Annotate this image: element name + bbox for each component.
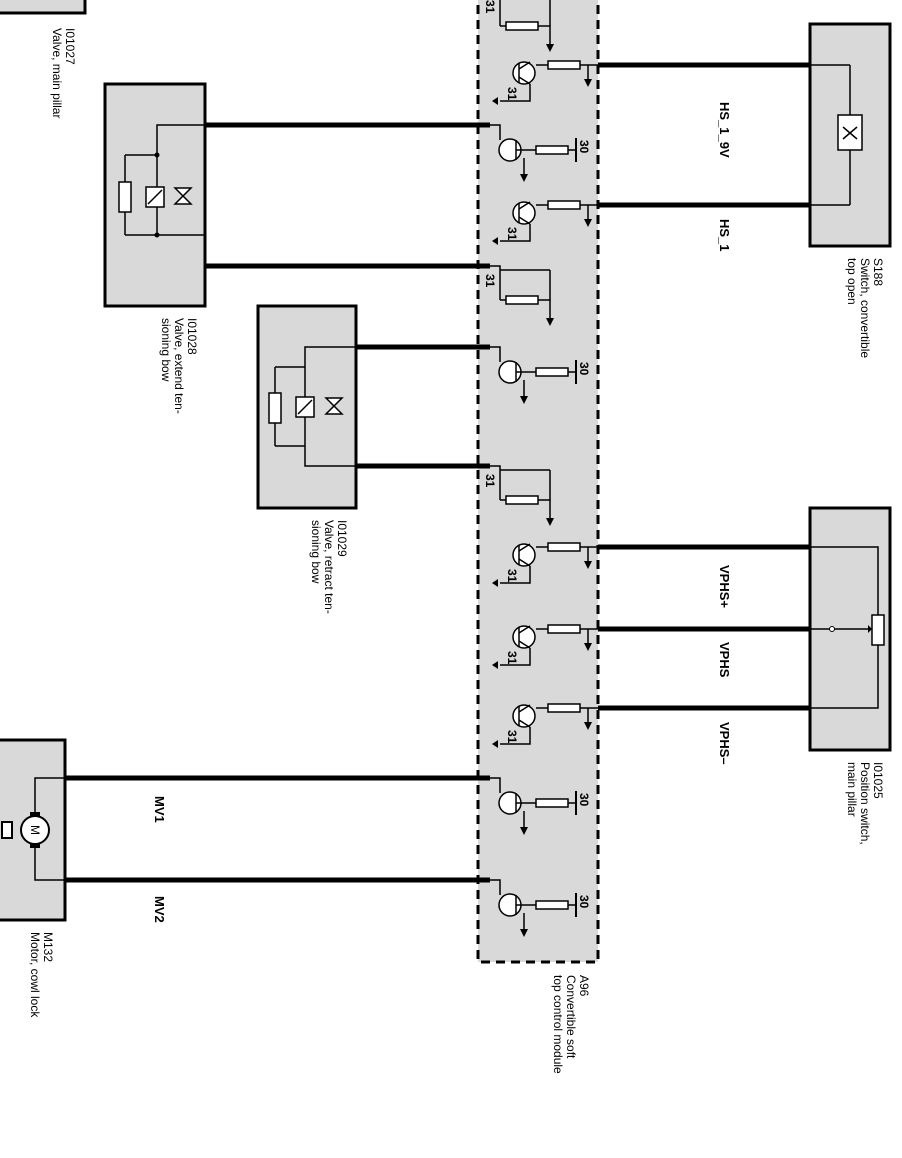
label-s188: S188 Switch, convertible top open [845, 258, 885, 358]
ground-stages: 31 31 31 [483, 0, 554, 526]
input-stage: 31 [492, 624, 598, 669]
module-id: A96 [577, 975, 591, 997]
ground-stage: 31 [483, 265, 554, 326]
supply-terminal-label: 30 [577, 140, 591, 154]
valve-extend-box [103, 82, 207, 308]
input-stages: 31 31 31 31 31 [492, 60, 598, 748]
output-stage: 30 [490, 879, 591, 937]
component-id: I01029 [335, 520, 349, 557]
component-name: Position switch, [858, 762, 872, 845]
supply-terminal-label: 30 [577, 362, 591, 376]
supply-terminal-label: 30 [577, 895, 591, 909]
component-id: I01028 [185, 318, 199, 355]
component-id: I01025 [871, 762, 885, 799]
ground-terminal-label: 31 [483, 474, 497, 488]
module-name: top control module [551, 975, 565, 1074]
ground-terminal-label: 31 [505, 569, 519, 583]
ground-terminal-label: 31 [505, 227, 519, 241]
input-stage: 31 [492, 200, 598, 245]
ground-terminal-label: 31 [505, 730, 519, 744]
component-name: sioning bow [159, 318, 173, 382]
wire-label-mv2: MV2 [152, 896, 167, 923]
ground-terminal-label: 31 [505, 651, 519, 665]
label-i01029: I01029 Valve, retract ten- sioning bow [309, 520, 349, 614]
output-stages: 30 30 30 30 [490, 124, 591, 937]
switch-convertible-box [808, 22, 892, 248]
position-switch-box [808, 506, 892, 752]
label-i01025: I01025 Position switch, main pillar [845, 762, 885, 845]
label-i01027: I01027 Valve, main pillar [50, 28, 77, 118]
ground-stage: 31 [483, 465, 554, 526]
output-stage: 30 [490, 777, 591, 835]
ground-stage: 31 [483, 0, 554, 52]
wire-label-mv1: MV1 [152, 796, 167, 823]
motor-cowl-lock-box [0, 738, 67, 922]
component-id: S188 [871, 258, 885, 286]
wire-label-hs-1: HS_1 [717, 219, 732, 252]
component-name: Valve, main pillar [50, 28, 64, 118]
ground-terminal-label: 31 [483, 274, 497, 288]
component-name: top open [845, 258, 859, 305]
input-stage: 31 [492, 542, 598, 587]
label-a96: A96 Convertible soft top control module [551, 975, 591, 1074]
wire-label-hs-1-9v: HS_1_9V [717, 102, 732, 158]
label-m132: M132 Motor, cowl lock [28, 932, 55, 1018]
component-name: Valve, extend ten- [172, 318, 186, 414]
ground-terminal-label: 31 [505, 87, 519, 101]
output-stage: 30 [490, 124, 591, 182]
motor-symbol-letter: M [28, 825, 42, 835]
input-stage: 31 [492, 703, 598, 748]
output-stage: 30 [490, 346, 591, 404]
component-name: sioning bow [309, 520, 323, 584]
wire-label-vphs-minus: VPHS– [717, 722, 732, 765]
module-name: Convertible soft [564, 975, 578, 1059]
input-stage: 31 [492, 60, 598, 105]
valve-retract-box [256, 304, 358, 510]
wire-label-vphs-plus: VPHS+ [717, 565, 732, 608]
component-name: Switch, convertible [858, 258, 872, 358]
ground-terminal-label: 31 [483, 0, 497, 14]
valve-main-pillar-box [0, 0, 87, 15]
wire-label-vphs: VPHS [717, 642, 732, 678]
supply-terminal-label: 30 [577, 793, 591, 807]
component-id: I01027 [63, 28, 77, 65]
component-name: Valve, retract ten- [322, 520, 336, 614]
wires [65, 62, 810, 883]
label-i01028: I01028 Valve, extend ten- sioning bow [159, 318, 199, 414]
component-id: M132 [41, 932, 55, 962]
component-name: Motor, cowl lock [28, 932, 42, 1018]
component-name: main pillar [845, 762, 859, 817]
